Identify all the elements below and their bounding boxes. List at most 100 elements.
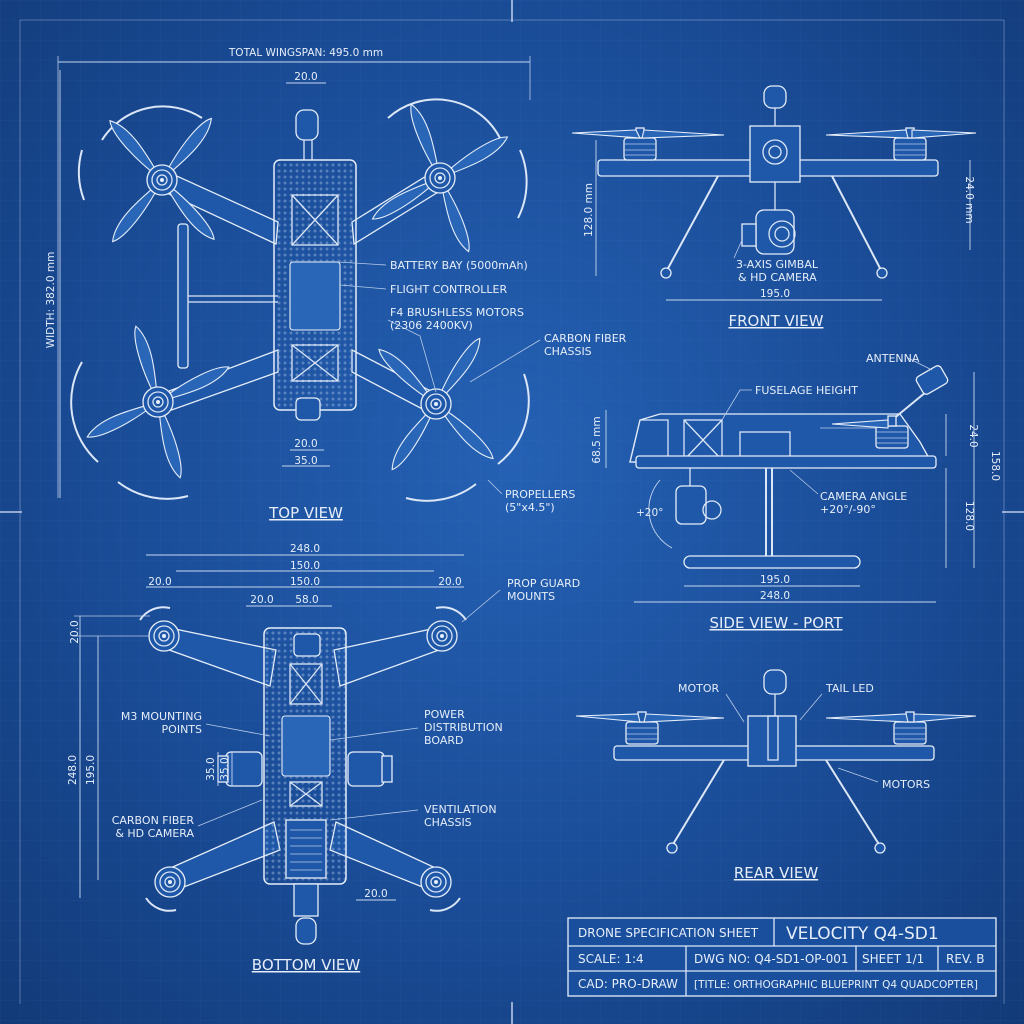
pdb-label-3: BOARD: [424, 734, 463, 747]
m3-label-2: POINTS: [162, 723, 202, 736]
bottom-dim-v35b: 35.0: [219, 757, 231, 780]
front-gimbal: [741, 182, 796, 255]
propellers-label-1: PROPELLERS: [505, 488, 575, 501]
bottom-dim-l20: 20.0: [148, 576, 171, 588]
side-gimbal: [675, 468, 722, 525]
side-width-1: 195.0: [760, 574, 790, 586]
drawing-title: [TITLE: ORTHOGRAPHIC BLUEPRINT Q4 QUADCO…: [694, 979, 978, 991]
ventilation-grille: [285, 819, 327, 879]
side-height-dim: 68.5 mm: [591, 416, 603, 463]
motor-icon: [420, 866, 452, 898]
title-block: DRONE SPECIFICATION SHEET VELOCITY Q4-SD…: [567, 917, 997, 997]
rear-fuselage: [747, 715, 797, 767]
bottom-dim-v248: 248.0: [67, 755, 79, 785]
flight-controller-label: FLIGHT CONTROLLER: [390, 283, 508, 296]
motor-icon: [154, 866, 186, 898]
top-rotor-fr: [369, 98, 528, 254]
top-view-title: TOP VIEW: [268, 504, 343, 522]
pdb-label-2: DISTRIBUTION: [424, 721, 503, 734]
bottom-motor-rr: [420, 866, 461, 912]
gimbal-label-1: 3-AXIS GIMBAL: [736, 258, 819, 271]
bottom-dim-c20: 20.0: [250, 594, 273, 606]
wingspan-dim: TOTAL WINGSPAN: 495.0 mm: [228, 47, 383, 59]
chassis-label-1: CARBON FIBER: [544, 332, 627, 345]
chassis-label-2: CHASSIS: [544, 345, 592, 358]
pdb-label-1: POWER: [424, 708, 465, 721]
scale-label: SCALE: 1:4: [578, 952, 644, 966]
rear-motors-label: MOTORS: [882, 778, 930, 791]
revision: REV. B: [946, 952, 984, 966]
bottom-dim-150a: 150.0: [290, 560, 320, 572]
model-name: VELOCITY Q4-SD1: [786, 924, 939, 944]
top-rotor-rr: [362, 326, 530, 502]
battery-label: BATTERY BAY (5000mAh): [390, 259, 528, 272]
bottom-dim-c58: 58.0: [295, 594, 318, 606]
motor-icon: [146, 164, 178, 196]
camera-angle-label-1: CAMERA ANGLE: [820, 490, 907, 503]
bottom-motor-fr: [426, 606, 467, 652]
bottom-dim-150b: 150.0: [290, 576, 320, 588]
vent-label-1: VENTILATION: [424, 803, 497, 816]
bottom-view: 248.0 150.0 150.0 20.0 20.0 20.0 58.0: [67, 543, 580, 974]
battery-bay: [289, 261, 341, 331]
bottom-dim-v20: 20.0: [69, 620, 81, 643]
bottom-dim-v35a: 35.0: [205, 757, 217, 780]
top-bay-dim-1: 20.0: [294, 438, 317, 450]
top-rotor-rl: [70, 324, 232, 500]
m3-label-1: M3 MOUNTING: [121, 710, 202, 723]
power-distribution-board: [281, 715, 331, 777]
bottom-motor-rl: [145, 866, 186, 912]
sheet-number: SHEET 1/1: [862, 952, 924, 966]
dwg-number: DWG NO: Q4-SD1-OP-001: [694, 952, 849, 966]
side-view: +20° 68.5 mm 24.0 158.0 128.0 195.0 248.…: [591, 352, 1001, 632]
guard-label-1: PROP GUARD: [507, 577, 580, 590]
front-height-dim: 128.0 mm: [583, 183, 595, 237]
motors-label-2: (2306 2400KV): [390, 319, 473, 332]
gimbal-label-2: & HD CAMERA: [738, 271, 817, 284]
top-cam-dim: 20.0: [294, 71, 317, 83]
motor-icon: [426, 620, 458, 652]
sheet-label: DRONE SPECIFICATION SHEET: [578, 926, 759, 940]
bottom-dim-r20: 20.0: [438, 576, 461, 588]
top-rotor-fl: [77, 104, 233, 256]
side-dim-c: 128.0: [963, 501, 975, 531]
front-antenna: [763, 85, 787, 109]
top-fuselage: [273, 109, 357, 421]
front-view: 128.0 mm 24.0 mm 195.0 3-AXIS GIMBAL & H…: [571, 85, 977, 330]
width-dim: WIDTH: 382.0 mm: [45, 252, 57, 349]
side-dim-a: 24.0: [967, 424, 979, 447]
side-view-title: SIDE VIEW - PORT: [709, 614, 843, 632]
motors-label-1: F4 BRUSHLESS MOTORS: [390, 306, 524, 319]
cf-label-1: CARBON FIBER: [112, 814, 195, 827]
side-antenna: [915, 365, 949, 395]
bottom-dim-248: 248.0: [290, 543, 320, 555]
bottom-dim-v195: 195.0: [85, 755, 97, 785]
rear-view-title: REAR VIEW: [734, 864, 819, 882]
rear-motor-label: MOTOR: [678, 682, 720, 695]
top-bay-dim-2: 35.0: [294, 455, 317, 467]
vent-label-2: CHASSIS: [424, 816, 472, 829]
tail-led-label: TAIL LED: [825, 682, 874, 695]
cf-label-2: & HD CAMERA: [115, 827, 194, 840]
motor-icon: [424, 162, 456, 194]
camera-angle-label-2: +20°/-90°: [820, 503, 876, 516]
top-side-strut: [177, 223, 189, 369]
side-skid: [683, 555, 861, 569]
motor-icon: [148, 620, 180, 652]
antenna-label: ANTENNA: [866, 352, 920, 365]
top-view: TOTAL WINGSPAN: 495.0 mm WIDTH: 382.0 mm: [45, 47, 627, 522]
bottom-dim-b20: 20.0: [364, 888, 387, 900]
side-dim-b: 158.0: [989, 451, 1001, 481]
rear-view: MOTOR TAIL LED MOTORS REAR VIEW: [575, 669, 977, 882]
bottom-view-title: BOTTOM VIEW: [252, 956, 361, 974]
top-camera-pod: [295, 109, 319, 141]
motor-icon: [142, 386, 174, 418]
guard-label-2: MOUNTS: [507, 590, 555, 603]
cad-label: CAD: PRO-DRAW: [578, 977, 678, 991]
propellers-label-2: (5"x4.5"): [505, 501, 555, 514]
front-view-title: FRONT VIEW: [728, 312, 823, 330]
side-angle-dim: +20°: [636, 507, 663, 519]
front-width-dim: 195.0: [760, 288, 790, 300]
